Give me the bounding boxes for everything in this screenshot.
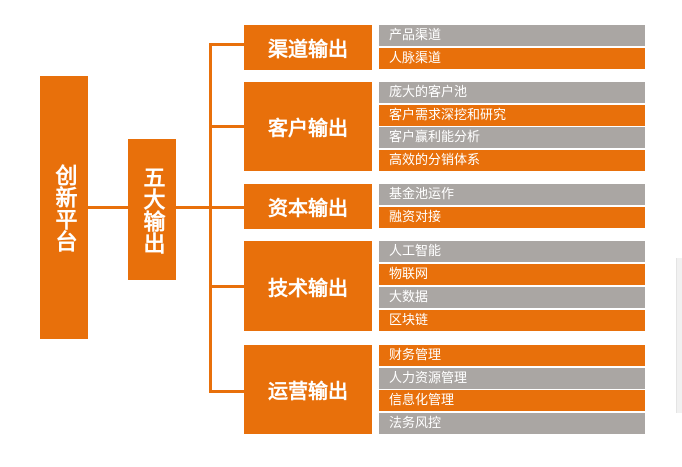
item-label: 大数据 (379, 287, 645, 308)
connector-branch-1 (209, 43, 244, 46)
item-label: 区块链 (379, 310, 645, 331)
hub-node: 五大输出 (128, 139, 176, 280)
item-label: 财务管理 (379, 345, 645, 366)
item-label: 基金池运作 (379, 184, 645, 205)
category-label: 技术输出 (268, 275, 348, 300)
connector-hub-spine (176, 206, 211, 209)
root-label: 创新平台 (51, 163, 77, 252)
category-label: 资本输出 (268, 196, 348, 220)
item-label: 法务风控 (379, 413, 645, 434)
edge-decoration (676, 258, 682, 413)
item-label: 人工智能 (379, 241, 645, 262)
category-box: 运营输出 (244, 345, 372, 434)
category-box: 客户输出 (244, 82, 372, 171)
item-label: 客户需求深挖和研究 (379, 105, 645, 126)
item-label: 高效的分销体系 (379, 150, 645, 171)
connector-branch-2 (209, 125, 244, 128)
category-label: 客户输出 (268, 116, 348, 140)
item-label: 人力资源管理 (379, 368, 645, 389)
connector-branch-4 (209, 285, 244, 288)
category-box: 资本输出 (244, 184, 372, 229)
root-node: 创新平台 (40, 76, 88, 339)
connector-branch-5 (209, 390, 244, 393)
item-label: 物联网 (379, 264, 645, 285)
item-label: 信息化管理 (379, 390, 645, 411)
item-label: 人脉渠道 (379, 48, 645, 69)
connector-branch-3 (209, 206, 244, 209)
category-label: 渠道输出 (268, 37, 348, 61)
item-label: 融资对接 (379, 207, 645, 228)
category-label: 运营输出 (268, 379, 348, 403)
item-label: 庞大的客户池 (379, 82, 645, 103)
hub-label: 五大输出 (139, 165, 165, 254)
connector-root-hub (88, 206, 128, 209)
item-label: 产品渠道 (379, 25, 645, 46)
item-label: 客户赢利能分析 (379, 127, 645, 148)
category-box: 技术输出 (244, 241, 372, 331)
category-box: 渠道输出 (244, 25, 372, 70)
connector-spine (209, 44, 212, 392)
